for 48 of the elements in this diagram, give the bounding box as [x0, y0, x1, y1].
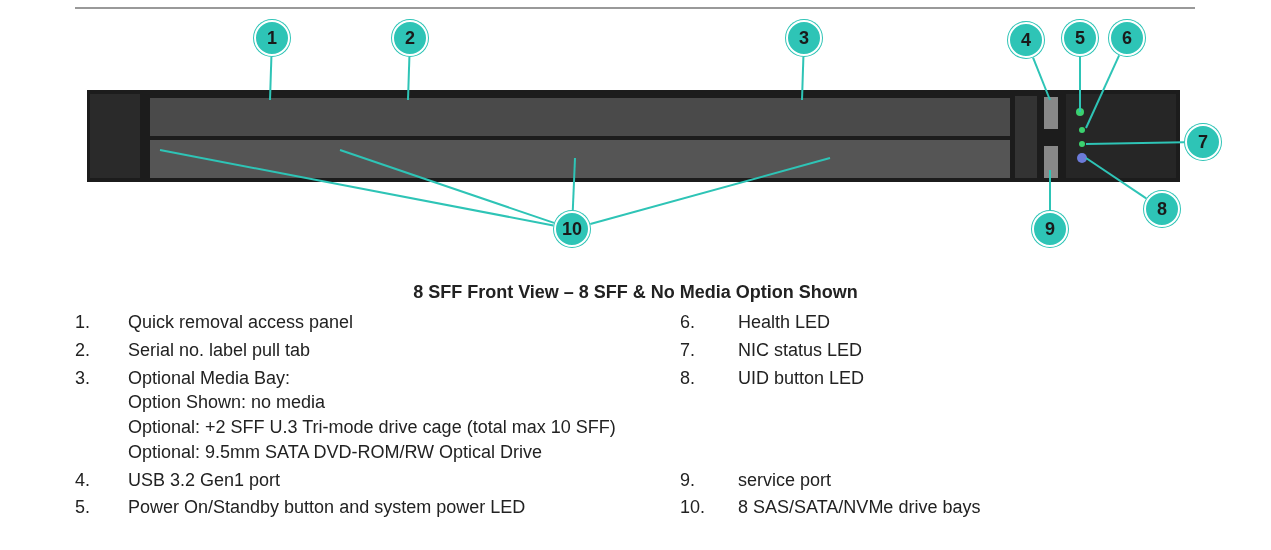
callout-number: 6 — [1109, 20, 1145, 56]
list-item-text: Optional: +2 SFF U.3 Tri-mode drive cage (total max 10 SFF) — [128, 416, 616, 438]
leader-line — [1079, 56, 1081, 113]
list-number: 6. — [680, 311, 695, 333]
list-number: 5. — [75, 496, 90, 518]
figure-title: 8 SFF Front View – 8 SFF & No Media Option Shown — [413, 282, 858, 302]
callout-number: 8 — [1144, 191, 1180, 227]
leader-line — [1049, 169, 1051, 211]
list-item-text: USB 3.2 Gen1 port — [128, 469, 281, 491]
list-item-text: Option Shown: no media — [128, 391, 326, 413]
leader-line — [571, 157, 576, 211]
list-number: 7. — [680, 339, 695, 361]
callout-number: 3 — [786, 20, 822, 56]
list-number: 3. — [75, 367, 90, 389]
callout-number: 4 — [1008, 22, 1044, 58]
leader-line — [1085, 54, 1121, 129]
picture — [87, 90, 1180, 182]
list-number: 10. — [680, 496, 706, 518]
leader-line — [589, 157, 831, 225]
callout-number: 1 — [254, 20, 290, 56]
callout-number: 2 — [392, 20, 428, 56]
list-item-text: UID button LED — [738, 367, 865, 389]
list-number: 9. — [680, 469, 695, 491]
list-item-text: Power On/Standby button and system power LED — [128, 496, 526, 518]
list-item-text: Serial no. label pull tab — [128, 339, 311, 361]
list-item-text: 8 SAS/SATA/NVMe drive bays — [738, 496, 981, 518]
callout-number: 5 — [1062, 20, 1098, 56]
callout-number: 7 — [1185, 124, 1221, 160]
list-item-text: Optional: 9.5mm SATA DVD-ROM/RW Optical Drive — [128, 441, 543, 463]
leader-line — [1085, 157, 1148, 200]
leader-line — [407, 56, 411, 101]
callout-number: 10 — [554, 211, 590, 247]
leader-line — [269, 56, 273, 101]
list-number: 4. — [75, 469, 90, 491]
leader-line — [1032, 56, 1051, 101]
leader-line — [1085, 141, 1185, 145]
leader-line — [801, 56, 805, 101]
list-number: 1. — [75, 311, 90, 333]
list-item-text: Health LED — [738, 311, 831, 333]
leader-line — [159, 149, 555, 227]
list-item-text: NIC status LED — [738, 339, 863, 361]
leader-line — [339, 149, 555, 224]
list-number: 2. — [75, 339, 90, 361]
list-item-text: Optional Media Bay: — [128, 367, 291, 389]
list-item-text: service port — [738, 469, 832, 491]
callout-number: 9 — [1032, 211, 1068, 247]
list-number: 8. — [680, 367, 695, 389]
list-item-text: Quick removal access panel — [128, 311, 354, 333]
